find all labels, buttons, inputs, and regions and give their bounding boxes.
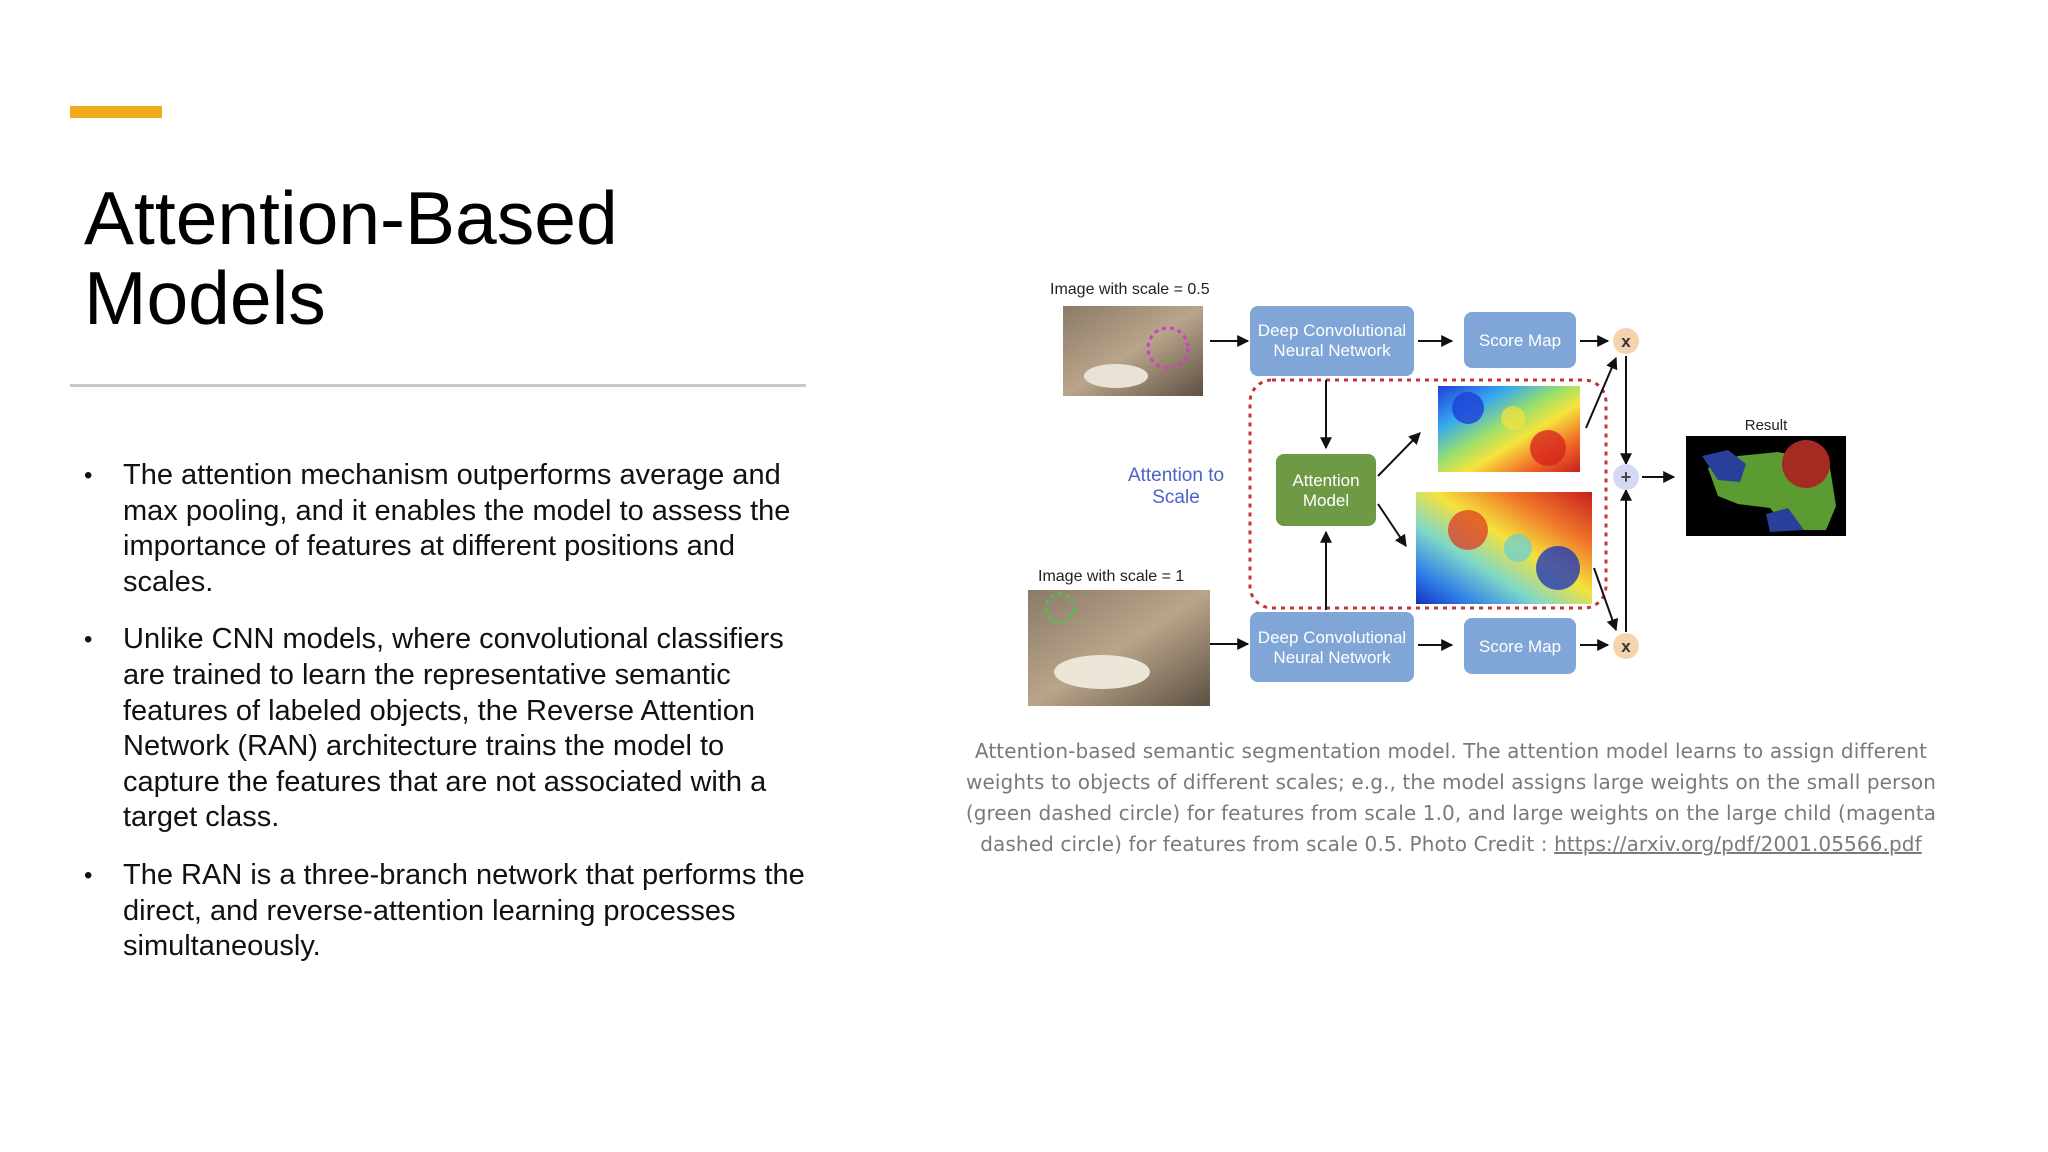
- bottom-multiply-node: [1613, 633, 1639, 659]
- top-score-map-box: [1464, 312, 1576, 368]
- top-score-map-label: Score Map: [1479, 331, 1561, 350]
- bullet-text: The attention mechanism outperforms aver…: [123, 459, 791, 598]
- diagram-svg: Image with scale = 0.5 Image with scale …: [1028, 281, 1846, 706]
- top-dcnn-box: [1250, 306, 1414, 376]
- attention-region-outline: [1248, 378, 1608, 610]
- heatmap-blob: [1501, 406, 1525, 430]
- arrow-bottom-heatmap-to-multiply: [1593, 567, 1619, 632]
- plus-node: [1613, 464, 1639, 490]
- heatmap-blob: [1504, 534, 1532, 562]
- top-image-label: Image with scale = 0.5: [1050, 281, 1210, 298]
- result-region-blue: [1702, 450, 1746, 482]
- bullet-item: • The attention mechanism outperforms av…: [84, 458, 824, 600]
- heatmap-blob: [1452, 392, 1484, 424]
- bullet-marker: •: [84, 462, 93, 489]
- slide-title: Attention-Based Models: [84, 176, 618, 340]
- plate-shape: [1084, 364, 1148, 388]
- magenta-dashed-circle: [1146, 326, 1190, 370]
- attention-to-scale-label-2: Scale: [1152, 487, 1200, 508]
- bullet-text: Unlike CNN models, where convolutional c…: [123, 623, 784, 834]
- green-dashed-circle: [1044, 592, 1076, 624]
- result-label: Result: [1745, 417, 1788, 434]
- result-region-red: [1782, 440, 1830, 488]
- arrow-top-heatmap-to-multiply: [1585, 356, 1618, 429]
- heatmap-blob: [1530, 430, 1566, 466]
- bottom-score-map-box: [1464, 618, 1576, 674]
- figure-caption: Attention-based semantic segmentation mo…: [934, 736, 1968, 860]
- bullet-marker: •: [84, 861, 93, 889]
- segmentation-diagram: Image with scale = 0.5 Image with scale …: [1018, 268, 1968, 718]
- bottom-dcnn-label-1: Deep Convolutional: [1258, 628, 1406, 647]
- attention-model-label-2: Model: [1303, 491, 1349, 510]
- bottom-dcnn-box: [1250, 612, 1414, 682]
- top-dcnn-label-2: Neural Network: [1273, 341, 1391, 360]
- bullet-list: • The attention mechanism outperforms av…: [84, 458, 824, 987]
- bottom-image-label: Image with scale = 1: [1038, 568, 1184, 585]
- caption-text: Attention-based semantic segmentation mo…: [965, 739, 1937, 856]
- attention-model-label-1: Attention: [1292, 471, 1359, 490]
- plate-shape: [1054, 655, 1150, 689]
- result-region-blue: [1766, 508, 1804, 532]
- top-multiply-symbol: x: [1621, 332, 1631, 351]
- top-dcnn-label-1: Deep Convolutional: [1258, 321, 1406, 340]
- arrow-attention-to-top-heatmap: [1377, 432, 1421, 477]
- attention-to-scale-label-1: Attention to: [1128, 465, 1224, 486]
- bottom-input-image: [1028, 590, 1210, 706]
- plus-symbol: +: [1621, 467, 1632, 487]
- heatmap-blob: [1536, 546, 1580, 590]
- attention-model-box: [1276, 454, 1376, 526]
- photo-credit-link[interactable]: https://arxiv.org/pdf/2001.05566.pdf: [1554, 832, 1922, 856]
- top-multiply-node: [1613, 328, 1639, 354]
- title-divider: [70, 384, 806, 387]
- bottom-score-map-label: Score Map: [1479, 637, 1561, 656]
- heatmap-blob: [1448, 510, 1488, 550]
- bullet-item: • Unlike CNN models, where convolutional…: [84, 622, 824, 836]
- bullet-marker: •: [84, 626, 93, 654]
- title-accent-bar: [70, 106, 162, 118]
- arrow-attention-to-bottom-heatmap: [1377, 503, 1407, 547]
- bottom-dcnn-label-2: Neural Network: [1273, 648, 1391, 667]
- bullet-item: • The RAN is a three-branch network that…: [84, 858, 824, 965]
- bullet-text: The RAN is a three-branch network that p…: [123, 858, 805, 963]
- bottom-multiply-symbol: x: [1621, 637, 1631, 656]
